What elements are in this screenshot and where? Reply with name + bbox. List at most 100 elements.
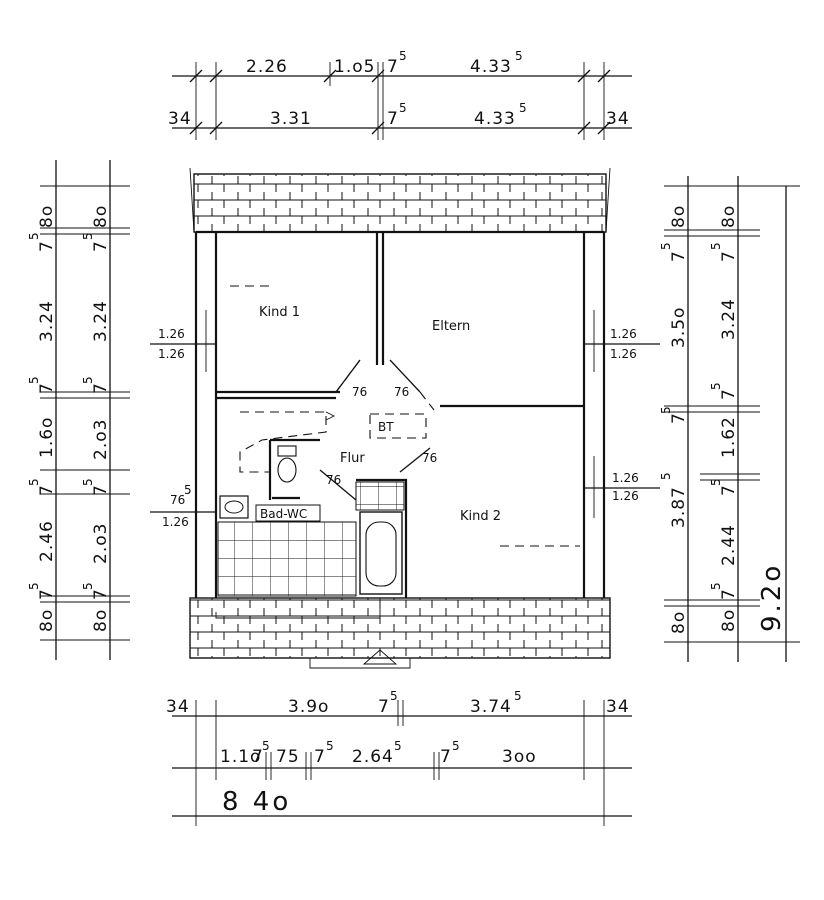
dim-left-o-1: 8o [37, 205, 57, 228]
room-label-bt: BT [378, 420, 394, 434]
dim-right-i-4: 7 [719, 388, 739, 400]
win-left-lower-sup: 5 [184, 483, 192, 497]
dim-right-o-1: 8o [669, 205, 689, 228]
dim-right-i-1: 8o [719, 205, 739, 228]
dim-right-total: 9.2o [757, 563, 787, 632]
interior-walls [216, 232, 584, 598]
dim-top2-2: 3.31 [270, 109, 312, 129]
win-left-lower-1: 76 [170, 493, 185, 507]
dim-bot-5: 34 [606, 697, 630, 717]
dim-bot2-2s: 5 [262, 739, 270, 753]
dim-bot-3: 7 [378, 697, 390, 717]
dim-right-o-2: 7 [669, 250, 689, 262]
dim-top2-4-sup: 5 [519, 101, 527, 115]
left-outer-labels: 8o 7 5 3.24 7 5 1.6o 7 5 2.46 7 5 8o [27, 205, 57, 632]
washbasin [219, 495, 249, 519]
dim-bot2-5: 2.64 [352, 747, 394, 767]
dim-left-i-2s: 5 [81, 231, 95, 240]
bathroom-tiles [217, 481, 405, 597]
win-right-lower-1: 1.26 [612, 471, 639, 485]
dim-top2-3-sup: 5 [399, 101, 407, 115]
dim-bot2-5s: 5 [394, 739, 402, 753]
dim-right-o-4s: 5 [659, 405, 673, 414]
roof-overhang-bottom [189, 597, 611, 669]
win-left-upper-1: 1.26 [158, 327, 185, 341]
left-inner-labels: 8o 7 5 3.24 7 5 2.o3 7 5 2.o3 7 5 8o [81, 205, 111, 632]
dim-left-o-8: 7 [37, 588, 57, 600]
dim-right-i-6: 7 [719, 484, 739, 496]
doors [319, 359, 435, 501]
dim-right-o-4: 7 [669, 412, 689, 424]
door-width-4: 76 [326, 473, 341, 487]
dim-bot2-4: 7 [314, 747, 326, 767]
win-right-upper-1: 1.26 [610, 327, 637, 341]
dim-top-2: 1.o5 [334, 57, 375, 77]
dim-right-o-2s: 5 [659, 241, 673, 250]
axis-lines [215, 285, 580, 619]
dim-left-i-5: 2.o3 [91, 419, 111, 460]
dim-left-o-3: 3.24 [37, 300, 57, 342]
dim-left-i-8s: 5 [81, 581, 95, 590]
dim-left-o-6s: 5 [27, 477, 41, 486]
dim-right-i-2: 7 [719, 250, 739, 262]
right-inner-labels: 8o 7 5 3.24 7 5 1.62 7 5 2.44 7 5 8o [709, 205, 739, 632]
dim-left-i-7: 2.o3 [91, 523, 111, 564]
room-label-kind1: Kind 1 [259, 305, 300, 320]
dim-left-o-6: 7 [37, 484, 57, 496]
dim-right-i-3: 3.24 [719, 298, 739, 340]
dim-left-i-3: 3.24 [91, 300, 111, 342]
dim-bot2-4s: 5 [326, 739, 334, 753]
toilet [277, 445, 297, 483]
dim-top2-5: 34 [606, 109, 630, 129]
room-label-eltern: Eltern [432, 319, 470, 334]
dim-left-i-9: 8o [91, 609, 111, 632]
dim-right-i-5: 1.62 [719, 416, 739, 458]
roof-overhang-top [189, 167, 611, 233]
dim-bot-3s: 5 [390, 689, 398, 703]
dim-left-o-8s: 5 [27, 581, 41, 590]
left-dimension-lines [40, 160, 130, 660]
dim-left-o-5: 1.6o [37, 417, 57, 458]
dim-bot2-2: 7 [252, 747, 264, 767]
room-label-bad-wc: Bad-WC [260, 507, 307, 521]
dim-top2-1: 34 [168, 109, 192, 129]
right-outer-labels: 8o 7 5 3.5o 7 5 3.87 5 8o [659, 205, 689, 634]
dim-left-o-7: 2.46 [37, 520, 57, 562]
bathtub [359, 511, 403, 595]
dim-bot2-7: 3oo [502, 747, 537, 767]
dim-bottom-total: 8 4o [222, 787, 291, 817]
dim-bot2-3: 75 [276, 747, 300, 767]
dim-bot-4: 3.74 [470, 697, 512, 717]
dim-bot2-1: 1.1o [220, 747, 261, 767]
bottom-dimension-lines [172, 700, 632, 826]
door-width-1: 76 [352, 385, 367, 399]
dim-top-1: 2.26 [246, 57, 288, 77]
win-right-upper-2: 1.26 [610, 347, 637, 361]
dim-left-o-2: 7 [37, 240, 57, 252]
dim-left-i-4s: 5 [81, 375, 95, 384]
dim-bot2-6: 7 [440, 747, 452, 767]
dim-right-i-8s: 5 [709, 581, 723, 590]
top-dimension-lines [172, 62, 632, 140]
dim-right-i-6s: 5 [709, 477, 723, 486]
dim-top-4-sup: 5 [515, 49, 523, 63]
dim-top-3-sup: 5 [399, 49, 407, 63]
dim-right-o-5s: 5 [659, 471, 673, 480]
dim-bot-1: 34 [166, 697, 190, 717]
dim-bot-4s: 5 [514, 689, 522, 703]
right-dimension-lines [664, 176, 800, 662]
dim-right-i-7: 2.44 [719, 524, 739, 566]
room-label-flur: Flur [340, 451, 365, 466]
dim-left-o-9: 8o [37, 609, 57, 632]
dim-right-i-4s: 5 [709, 381, 723, 390]
room-label-kind2: Kind 2 [460, 509, 501, 524]
window-ticks [150, 310, 660, 518]
dim-left-i-1: 8o [91, 205, 111, 228]
dim-left-i-6s: 5 [81, 477, 95, 486]
win-left-lower-2: 1.26 [162, 515, 189, 529]
dim-right-o-6: 8o [669, 611, 689, 634]
win-right-lower-2: 1.26 [612, 489, 639, 503]
dim-left-o-2s: 5 [27, 231, 41, 240]
door-width-2: 76 [394, 385, 409, 399]
